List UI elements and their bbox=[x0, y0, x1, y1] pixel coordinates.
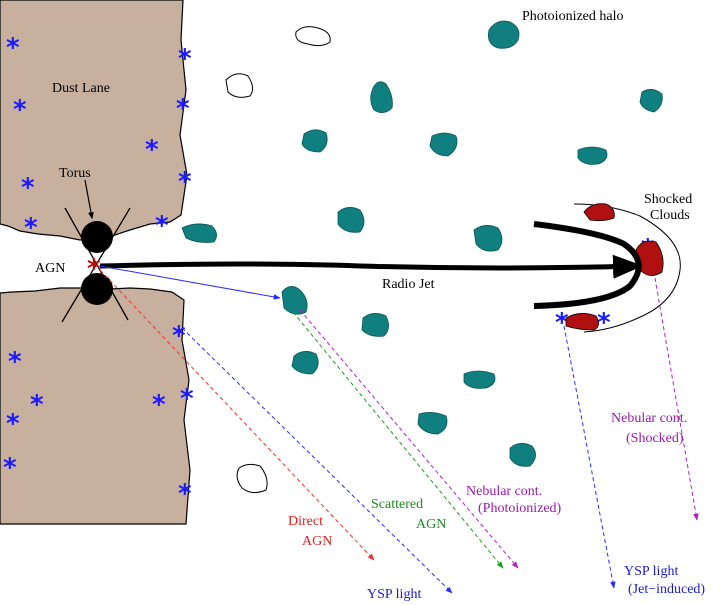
nebular-shocked-label-2: (Shocked) bbox=[626, 431, 684, 446]
shocked-clouds bbox=[565, 203, 664, 331]
star: * bbox=[30, 390, 44, 420]
torus bbox=[61, 179, 131, 323]
direct-agn-label: Direct bbox=[288, 514, 323, 529]
torus-lower bbox=[81, 273, 113, 305]
scattered-label: Scattered bbox=[371, 497, 423, 512]
cloud bbox=[639, 89, 663, 113]
star: * bbox=[178, 167, 192, 197]
bow-shock bbox=[573, 203, 681, 333]
shocked-cloud bbox=[565, 313, 599, 331]
nebular-photo-label: Nebular cont. bbox=[466, 484, 542, 499]
dust-lane-lower bbox=[0, 287, 191, 525]
white-cloud bbox=[295, 26, 331, 47]
ysp-jet-label-2: (Jet−induced) bbox=[628, 582, 705, 597]
agn-label: AGN bbox=[35, 261, 65, 276]
star: * bbox=[178, 44, 192, 74]
light-rays bbox=[99, 265, 699, 594]
shocked-clouds-label-2: Clouds bbox=[650, 208, 690, 223]
cloud bbox=[361, 313, 389, 337]
torus-arrow bbox=[84, 179, 94, 220]
photoionized-clouds bbox=[181, 20, 663, 467]
star: * bbox=[597, 308, 611, 338]
direct-agn-label-2: AGN bbox=[302, 534, 332, 549]
star: * bbox=[152, 390, 166, 420]
torus-label: Torus bbox=[59, 166, 91, 181]
nebular-photo-ray bbox=[299, 309, 519, 569]
cloud bbox=[488, 20, 520, 49]
radio-jet-label: Radio Jet bbox=[382, 277, 435, 292]
white-cloud bbox=[225, 73, 254, 98]
star: * bbox=[145, 135, 159, 165]
torus-upper bbox=[81, 221, 113, 253]
star: * bbox=[176, 94, 190, 124]
cloud bbox=[281, 286, 308, 315]
scattered-label-2: AGN bbox=[416, 517, 446, 532]
star: * bbox=[3, 453, 17, 483]
ysp-jet-label: YSP light bbox=[624, 564, 678, 579]
cloud bbox=[473, 225, 503, 252]
nebular-photo-label-2: (Photoionized) bbox=[478, 501, 562, 516]
cloud bbox=[370, 81, 393, 113]
white-cloud bbox=[236, 463, 268, 494]
dust-lane-label: Dust Lane bbox=[52, 81, 110, 96]
cloud bbox=[429, 132, 458, 157]
star: * bbox=[24, 213, 38, 243]
star: * bbox=[6, 33, 20, 63]
ysp-ray bbox=[181, 327, 453, 594]
ysp-label: YSP light bbox=[367, 587, 421, 602]
cloud bbox=[337, 207, 365, 233]
star: * bbox=[172, 321, 186, 351]
cloud bbox=[577, 146, 608, 165]
star: * bbox=[13, 95, 27, 125]
young-stars: * * * * * * * * * * * * * * * * * * * * bbox=[3, 33, 655, 509]
nebular-shocked-label: Nebular cont. bbox=[611, 411, 687, 426]
neutral-clouds bbox=[225, 26, 331, 494]
star: * bbox=[155, 211, 169, 241]
star: * bbox=[21, 173, 35, 203]
radio-jet bbox=[99, 254, 643, 279]
star: * bbox=[180, 384, 194, 414]
jet-lobe bbox=[533, 221, 642, 309]
nebular-shocked-ray bbox=[654, 277, 699, 521]
shocked-cloud bbox=[583, 203, 615, 222]
agn-core: * bbox=[87, 254, 101, 284]
cloud bbox=[301, 129, 328, 153]
star: * bbox=[6, 409, 20, 439]
scattered-agn-ray bbox=[292, 311, 504, 569]
star: * bbox=[555, 308, 569, 338]
ysp-jet-ray bbox=[563, 325, 616, 589]
shocked-clouds-label: Shocked bbox=[644, 192, 692, 207]
halo-label: Photoionized halo bbox=[522, 9, 624, 24]
star: * bbox=[8, 347, 22, 377]
cloud bbox=[181, 223, 217, 243]
star: * bbox=[178, 479, 192, 509]
cloud bbox=[417, 412, 448, 435]
cloud bbox=[509, 443, 536, 467]
direct-agn-ray bbox=[99, 269, 375, 561]
cloud bbox=[291, 351, 319, 375]
scatter-in-ray bbox=[99, 265, 281, 300]
dust-lane-upper bbox=[0, 0, 188, 241]
cloud bbox=[463, 370, 496, 389]
